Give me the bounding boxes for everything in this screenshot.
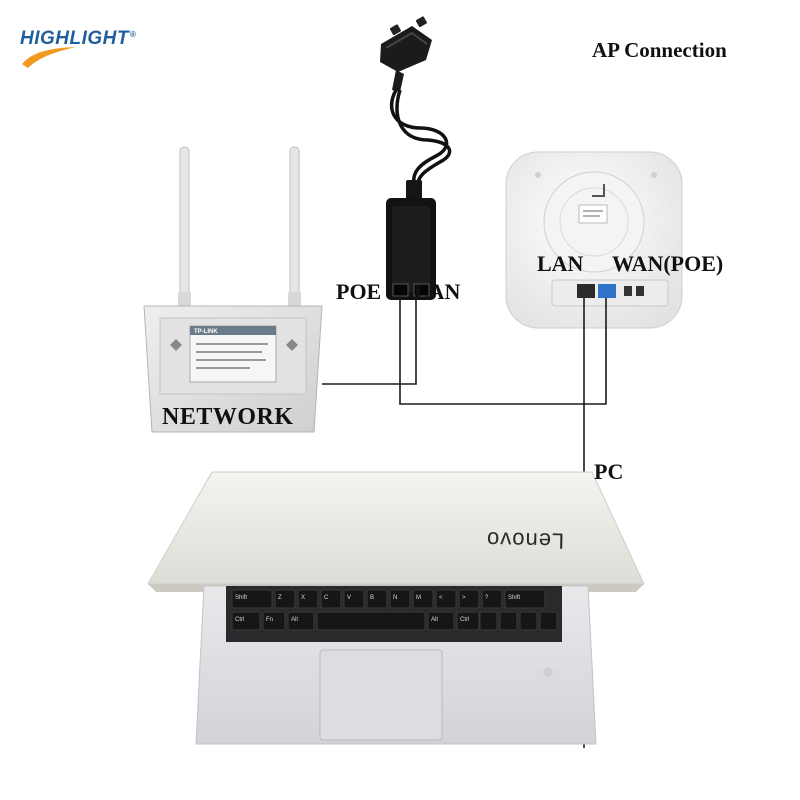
key-label: Fn	[266, 617, 273, 623]
laptop-brand-label: Lenovo	[485, 527, 565, 554]
logo-text: HIGHLIGHT	[20, 28, 129, 49]
key-label: Ctrl	[460, 617, 469, 623]
arrow-key	[479, 611, 498, 631]
injector-lan-label: LAN	[414, 279, 461, 304]
key	[231, 611, 261, 631]
key-label: >	[462, 595, 466, 601]
logo-swoosh-icon	[22, 47, 76, 68]
key	[412, 589, 434, 609]
key	[262, 611, 286, 631]
access-point	[505, 151, 683, 329]
arrow-key	[539, 611, 558, 631]
key-label: Ctrl	[235, 617, 244, 623]
pc-label: PC	[594, 459, 624, 484]
key-label: V	[347, 595, 351, 601]
key	[481, 589, 503, 609]
registered-mark: ®	[130, 29, 137, 39]
poe-injector	[386, 180, 436, 300]
ap-lan-label: LAN	[537, 251, 584, 276]
key	[435, 589, 457, 609]
key	[297, 589, 319, 609]
key	[287, 611, 315, 631]
diagram-title: AP Connection	[592, 38, 727, 62]
key-label: <	[439, 595, 443, 601]
power-cable	[389, 89, 452, 185]
key-label: ?	[485, 595, 489, 601]
router-brand-label: TP-LINK	[194, 329, 218, 335]
key-label: Alt	[431, 617, 438, 623]
key	[343, 589, 365, 609]
arrow-key	[499, 611, 518, 631]
power-plug	[380, 16, 432, 92]
key	[456, 611, 480, 631]
injector-poe-label: POE	[336, 279, 382, 304]
key	[504, 589, 546, 609]
ap-wan-poe-label: WAN(POE)	[612, 251, 724, 276]
arrow-key	[519, 611, 538, 631]
key-label: B	[370, 595, 374, 601]
key-label: Shift	[235, 595, 247, 601]
highlight-logo: HIGHLIGHT®	[20, 28, 136, 50]
router	[143, 146, 323, 433]
spacebar-key	[316, 611, 426, 631]
key-label: Alt	[291, 617, 298, 623]
key-label: Shift	[508, 595, 520, 601]
key	[389, 589, 411, 609]
key-label: C	[324, 595, 329, 601]
key-label: M	[416, 595, 421, 601]
key	[427, 611, 455, 631]
network-label: NETWORK	[162, 404, 294, 430]
key	[366, 589, 388, 609]
key-label: Z	[278, 595, 282, 601]
key-label: N	[393, 595, 397, 601]
key	[231, 589, 273, 609]
key	[274, 589, 296, 609]
key	[458, 589, 480, 609]
key-label: X	[301, 595, 305, 601]
key	[320, 589, 342, 609]
